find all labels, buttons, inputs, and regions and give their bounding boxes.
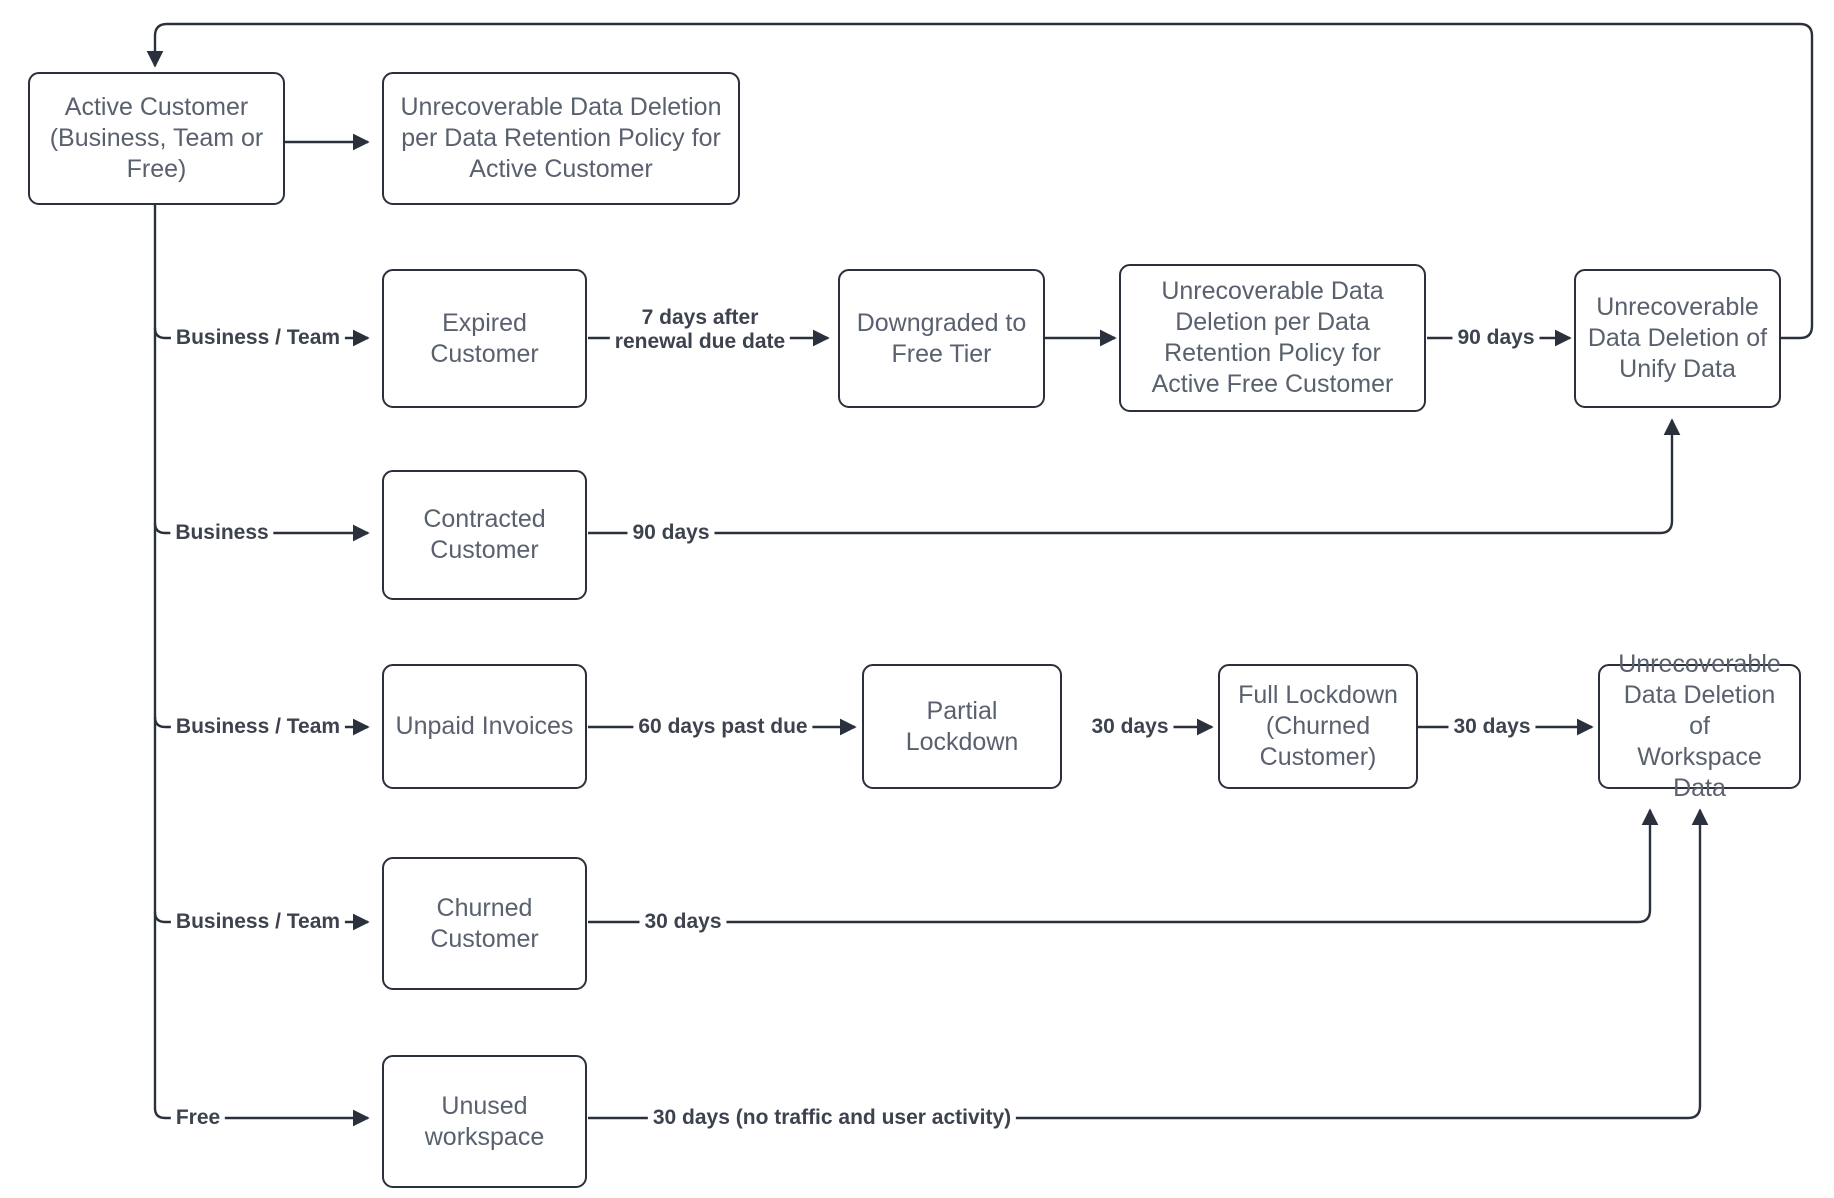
edge-unify-loopback-to-active [146,22,1814,340]
branch-stub-expired [153,327,175,340]
node-downgraded-free-tier[interactable]: Downgraded to Free Tier [838,269,1045,408]
branch-stub-churned [153,911,175,924]
node-workspace-deletion[interactable]: Unrecoverable Data Deletion of Workspace… [1598,650,1801,802]
edge-label-contracted-to-unify: 90 days [627,521,715,545]
edge-label-branch-unpaid: Business / Team [170,715,346,739]
edge-contracted-to-unify [588,418,1681,535]
node-unify-deletion[interactable]: Unrecoverable Data Deletion of Unify Dat… [1574,269,1781,408]
node-active-customer[interactable]: Active Customer (Business, Team or Free) [28,72,285,205]
edge-label-unused-to-workspace: 30 days (no traffic and user activity) [647,1106,1017,1130]
edge-label-unpaid-to-partial: 60 days past due [633,715,813,739]
edge-label-churned-to-workspace: 30 days [639,910,727,934]
spine-left [153,205,175,1120]
node-full-lockdown[interactable]: Full Lockdown (Churned Customer) [1218,664,1418,789]
edge-churned-to-workspace [588,808,1659,924]
edge-label-free-to-unify: 90 days [1452,326,1540,350]
edge-label-branch-expired: Business / Team [170,326,346,350]
node-expired-customer[interactable]: Expired Customer [382,269,587,408]
branch-stub-unpaid [153,716,175,729]
node-unpaid-invoices[interactable]: Unpaid Invoices [382,664,587,789]
node-unused-workspace[interactable]: Unused workspace [382,1055,587,1188]
edge-label-partial-to-full: 30 days [1086,715,1174,739]
node-unrecoverable-active[interactable]: Unrecoverable Data Deletion per Data Ret… [382,72,740,205]
edge-unused-to-workspace [588,808,1709,1120]
node-churned-customer[interactable]: Churned Customer [382,857,587,990]
branch-stub-contracted [153,522,175,535]
edge-label-branch-free: Free [170,1106,226,1130]
node-contracted-customer[interactable]: Contracted Customer [382,470,587,600]
edge-label-branch-churned: Business / Team [170,910,346,934]
node-unrecoverable-free[interactable]: Unrecoverable Data Deletion per Data Ret… [1119,264,1426,412]
edge-label-full-to-workspace: 30 days [1448,715,1536,739]
edge-label-expired-to-downgraded: 7 days after renewal due date [609,306,791,354]
edge-label-branch-contracted: Business [170,521,274,545]
node-partial-lockdown[interactable]: Partial Lockdown [862,664,1062,789]
